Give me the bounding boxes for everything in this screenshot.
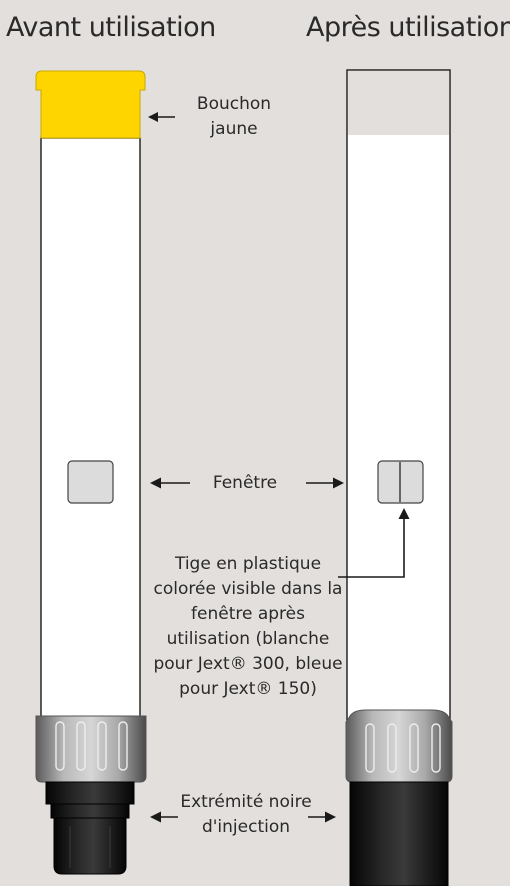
label-yellow-cap: Bouchon jaune	[196, 94, 272, 139]
pen-before-collar	[35, 715, 147, 783]
pen-after-body	[346, 69, 451, 721]
heading-before-use: Avant utilisation	[6, 12, 216, 43]
yellow-cap	[35, 70, 146, 139]
arrow-right-icon	[306, 477, 344, 489]
label-plastic-rod: Tige en plastique colorée visible dans l…	[153, 554, 343, 699]
pen-before	[35, 70, 147, 875]
arrow-left-icon	[150, 477, 190, 489]
pen-after-black-sleeve	[349, 781, 449, 886]
pen-before-window	[67, 460, 114, 504]
pen-after-collar	[345, 709, 453, 783]
arrow-up-icon	[338, 508, 410, 578]
pen-before-body	[40, 137, 141, 719]
heading-after-use: Après utilisation	[306, 12, 510, 43]
pen-after	[345, 69, 453, 886]
pen-before-black-tip	[45, 781, 135, 875]
arrow-right-icon	[308, 811, 336, 823]
label-window: Fenêtre	[212, 473, 278, 493]
arrow-left-icon	[150, 811, 178, 823]
arrow-left-icon	[148, 112, 175, 122]
label-black-tip: Extrémité noire d'injection	[180, 792, 312, 837]
pen-after-top-band	[348, 71, 449, 135]
